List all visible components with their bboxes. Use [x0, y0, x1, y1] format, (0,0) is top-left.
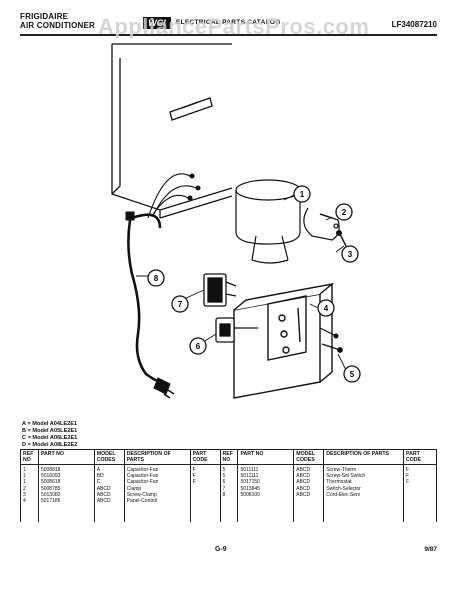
watermark: AppliancePartsPros.com — [98, 14, 370, 39]
callout-7: 7 — [171, 295, 189, 313]
callout-6: 6 — [189, 337, 207, 355]
cabinet-outline — [111, 43, 233, 219]
callout-1: 1 — [293, 185, 311, 203]
callout-8: 8 — [147, 269, 165, 287]
internal-wiring — [147, 173, 201, 219]
col-header-description: DESCRIPTION OF PARTS — [123, 449, 191, 465]
manufacturer-logo: WCI — [143, 17, 171, 29]
legend-item: C = Model A06LE2E1 — [22, 435, 78, 441]
brand-block: FRIGIDAIRE AIR CONDITIONER — [20, 12, 95, 30]
callout-5: 5 — [343, 365, 361, 383]
model-number: LF34087210 — [391, 20, 437, 29]
callout-label: 1 — [300, 190, 305, 199]
legend-item: A = Model A04LE2E1 — [22, 421, 78, 427]
model-legend: A = Model A04LE2E1 B = Model A05LE2E1 C … — [22, 421, 77, 449]
callout-label: 7 — [178, 300, 183, 309]
callout-group: 1 2 3 4 5 6 7 8 — [147, 185, 361, 383]
clamp-screw — [336, 230, 347, 247]
callout-label: 6 — [196, 342, 201, 351]
callout-label: 8 — [154, 274, 159, 283]
power-cord — [125, 211, 162, 384]
cord-plug — [153, 377, 175, 399]
col-header-part-no: PART NO — [237, 449, 295, 465]
col-header-description: DESCRIPTION OF PARTS — [323, 449, 404, 465]
selector-switch — [203, 273, 237, 307]
capacitor-clamp — [303, 207, 340, 241]
callout-label: 4 — [324, 304, 329, 313]
thermostat — [215, 317, 258, 343]
brand-name: FRIGIDAIRE — [20, 12, 69, 21]
revision-date: 9/87 — [424, 546, 437, 553]
callout-label: 2 — [342, 208, 347, 217]
callout-3: 3 — [341, 245, 359, 263]
col-header-model-codes: MODEL CODES — [293, 449, 325, 465]
control-panel — [233, 282, 335, 399]
capacitor — [235, 179, 301, 264]
col-header-part-no: PART NO — [37, 449, 95, 465]
col-header-ref-no: REF NO — [219, 449, 239, 465]
table-header-row: REF NO PART NO MODEL CODES DESCRIPTION O… — [20, 449, 437, 465]
product-type: AIR CONDITIONER — [20, 21, 95, 30]
header-rule — [20, 34, 437, 36]
legend-item: D = Model A08LE2E2 — [22, 442, 78, 448]
col-header-ref-no: REF NO — [20, 449, 39, 465]
exploded-parts-diagram: 1 2 3 4 5 6 7 8 — [111, 43, 361, 399]
callout-label: 5 — [350, 370, 355, 379]
catalog-section-title: ELECTRICAL PARTS CATALOG — [176, 19, 281, 26]
callout-4: 4 — [317, 299, 335, 317]
parts-catalog-page: FRIGIDAIRE AIR CONDITIONER WCI ELECTRICA… — [20, 12, 437, 558]
col-header-model-codes: MODEL CODES — [93, 449, 125, 465]
panel-screws — [319, 327, 343, 353]
parts-table: REF NO PART NO MODEL CODES DESCRIPTION O… — [20, 449, 437, 523]
page-number: G-9 — [215, 546, 227, 553]
callout-label: 3 — [348, 250, 353, 259]
col-header-part-code: PART CODE — [189, 449, 221, 465]
col-header-part-code: PART CODE — [403, 449, 437, 465]
legend-item: B = Model A05LE2E1 — [22, 428, 78, 434]
callout-2: 2 — [335, 203, 353, 221]
